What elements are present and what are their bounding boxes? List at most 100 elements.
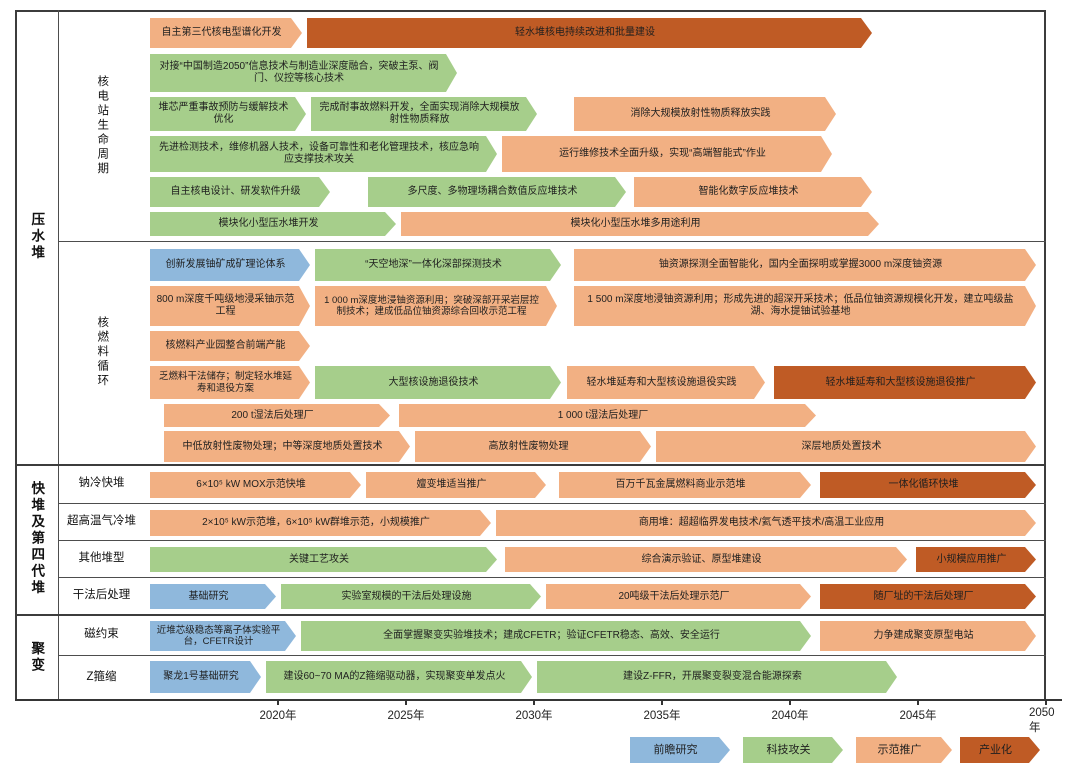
roadmap-bar: 轻水堆延寿和大型核设施退役推广 [774, 366, 1036, 399]
roadmap-bar-label: 模块化小型压水堆多用途利用 [570, 218, 701, 230]
axis-tick-label: 2030年 [515, 710, 553, 722]
roadmap-bar: 创新发展铀矿成矿理论体系 [150, 249, 310, 281]
grid-line [58, 577, 1046, 578]
roadmap-bar-label: 6×10⁵ kW MOX示范快堆 [196, 479, 306, 491]
subsection-label-2-1: Z箍缩 [58, 655, 145, 700]
axis-tick-label: 2045年 [899, 710, 937, 722]
roadmap-bar: 核燃料产业园整合前端产能 [150, 331, 310, 361]
roadmap-bar: 完成耐事故燃料开发，全面实现消除大规模放射性物质释放 [311, 97, 537, 131]
roadmap-bar: 智能化数字反应堆技术 [634, 177, 872, 207]
roadmap-bar: 铀资源探测全面智能化，国内全面探明或掌握3000 m深度铀资源 [574, 249, 1036, 281]
legend-item-label: 前瞻研究 [653, 743, 698, 756]
roadmap-bar: 800 m深度千吨级地浸采铀示范工程 [150, 286, 310, 326]
subsection-label-text: 超高温气冷堆 [67, 514, 136, 527]
axis-tick-label: 2040年 [771, 710, 809, 722]
category-label-text: 聚变 [29, 640, 45, 674]
legend-item-demo: 示范推广 [856, 737, 952, 763]
roadmap-bar-label: 实验室规模的干法后处理设施 [341, 590, 472, 602]
roadmap-bar-label: 1 000 t湿法后处理厂 [557, 409, 649, 421]
roadmap-bar-label: 1 500 m深度地浸铀资源利用；形成先进的超深开采技术；低品位铀资源规模化开发… [587, 294, 1014, 317]
legend-item-label: 产业化 [979, 743, 1012, 756]
axis-tick [277, 700, 279, 705]
legend-item-research: 前瞻研究 [630, 737, 730, 763]
axis-tick [405, 700, 407, 705]
roadmap-bar-label: 消除大规模放射性物质释放实践 [630, 108, 771, 120]
roadmap-bar-label: 200 t湿法后处理厂 [231, 409, 314, 421]
roadmap-bar: 近堆芯级稳态等离子体实验平台，CFETR设计 [150, 621, 296, 651]
subsection-label-2-0: 磁约束 [58, 614, 145, 655]
roadmap-bar: 基础研究 [150, 584, 276, 609]
axis-tick-label: 2050年 [1029, 707, 1055, 734]
category-label-1: 快堆及第四代堆 [15, 464, 58, 614]
roadmap-bar-label: 一体化循环快堆 [888, 479, 959, 491]
grid-line [58, 655, 1046, 656]
roadmap-bar-label: 轻水堆延寿和大型核设施退役推广 [825, 376, 976, 388]
subsection-label-text: 磁约束 [84, 627, 119, 640]
subsection-label-text: 核燃料循环 [96, 316, 109, 389]
roadmap-bar: 自主核电设计、研发软件升级 [150, 177, 330, 207]
roadmap-bar-label: 完成耐事故燃料开发，全面实现消除大规模放射性物质释放 [319, 102, 520, 125]
category-label-text: 压水堆 [29, 212, 45, 262]
category-label-2: 聚变 [15, 614, 58, 700]
roadmap-bar-label: 全面掌握聚变实验堆技术；建成CFETR；验证CFETR稳态、高效、安全运行 [383, 630, 720, 642]
roadmap-bar: “天空地深”一体化深部探测技术 [315, 249, 561, 281]
roadmap-bar-label: 近堆芯级稳态等离子体实验平台，CFETR设计 [156, 624, 281, 647]
legend-item-label: 科技攻关 [766, 743, 811, 756]
roadmap-bar: 轻水堆核电持续改进和批量建设 [307, 18, 872, 48]
roadmap-bar-label: 自主核电设计、研发软件升级 [170, 186, 301, 198]
roadmap-bar-label: 乏燃料干法储存；制定轻水堆延寿和退役方案 [158, 371, 292, 394]
axis-tick [789, 700, 791, 705]
roadmap-bar-label: 铀资源探测全面智能化，国内全面探明或掌握3000 m深度铀资源 [658, 259, 943, 271]
roadmap-bar-label: 20吨级干法后处理示范厂 [618, 590, 730, 602]
roadmap-bar: 嬗变堆适当推广 [366, 472, 546, 498]
roadmap-bar: 百万千瓦金属燃料商业示范堆 [559, 472, 811, 498]
axis-tick [533, 700, 535, 705]
roadmap-bar: 多尺度、多物理场耦合数值反应堆技术 [368, 177, 626, 207]
roadmap-bar-label: 综合演示验证、原型堆建设 [641, 553, 762, 565]
roadmap-bar-label: 创新发展铀矿成矿理论体系 [165, 259, 286, 271]
roadmap-bar: 小规模应用推广 [916, 547, 1036, 572]
roadmap-bar-label: 核燃料产业园整合前端产能 [165, 340, 286, 352]
roadmap-bar-label: 自主第三代核电型谱化开发 [161, 27, 282, 39]
roadmap-bar: 中低放射性废物处理；中等深度地质处置技术 [164, 431, 410, 462]
roadmap-bar-label: 智能化数字反应堆技术 [698, 186, 799, 198]
roadmap-bar-label: 关键工艺攻关 [289, 553, 349, 565]
roadmap-bar-label: 商用堆：超超临界发电技术/氦气透平技术/高温工业应用 [638, 517, 885, 529]
roadmap-bar-label: 深层地质处置技术 [801, 440, 882, 452]
roadmap-bar: 大型核设施退役技术 [315, 366, 561, 399]
roadmap-bar: 建设Z-FFR，开展聚变裂变混合能源探索 [537, 661, 897, 693]
legend-item-label: 示范推广 [877, 743, 922, 756]
roadmap-bar: 关键工艺攻关 [150, 547, 497, 572]
grid-line [15, 614, 1046, 616]
roadmap-bar-label: 800 m深度千吨级地浸采铀示范工程 [156, 294, 295, 317]
roadmap-bar-label: 轻水堆延寿和大型核设施退役实践 [586, 376, 737, 388]
roadmap-bar-label: 1 000 m深度地浸铀资源利用；突破深部开采岩层控制技术；建成低品位铀资源综合… [324, 294, 539, 317]
roadmap-bar-label: “天空地深”一体化深部探测技术 [365, 259, 502, 271]
grid-line [58, 540, 1046, 541]
roadmap-bar-label: 建设Z-FFR，开展聚变裂变混合能源探索 [623, 671, 802, 683]
grid-line [1044, 10, 1046, 700]
roadmap-bar-label: 随厂址的干法后处理厂 [873, 590, 974, 602]
roadmap-bar-label: 小规模应用推广 [936, 553, 1007, 565]
subsection-label-1-0: 钠冷快堆 [58, 464, 145, 503]
roadmap-bar-label: 2×10⁵ kW示范堆，6×10⁵ kW群堆示范，小规模推广 [202, 517, 430, 529]
timeline-axis-line [15, 699, 1062, 701]
roadmap-bar: 2×10⁵ kW示范堆，6×10⁵ kW群堆示范，小规模推广 [150, 510, 491, 536]
roadmap-bar: 堆芯严重事故预防与缓解技术优化 [150, 97, 306, 131]
roadmap-bar: 200 t湿法后处理厂 [164, 404, 390, 427]
roadmap-bar-label: 力争建成聚变原型电站 [873, 630, 974, 642]
category-label-text: 快堆及第四代堆 [29, 481, 45, 597]
roadmap-bar: 先进检测技术，维修机器人技术，设备可靠性和老化管理技术，核应急响应支撑技术攻关 [150, 136, 497, 172]
roadmap-bar: 建设60~70 MA的Z箍缩驱动器，实现聚变单发点火 [266, 661, 532, 693]
axis-tick-label: 2025年 [387, 710, 425, 722]
grid-line [58, 10, 59, 700]
subsection-label-text: 其他堆型 [78, 551, 125, 564]
roadmap-bar: 轻水堆延寿和大型核设施退役实践 [567, 366, 765, 399]
roadmap-bar: 力争建成聚变原型电站 [820, 621, 1036, 651]
roadmap-bar-label: 中低放射性废物处理；中等深度地质处置技术 [182, 440, 383, 452]
roadmap-bar: 20吨级干法后处理示范厂 [546, 584, 811, 609]
roadmap-bar-label: 堆芯严重事故预防与缓解技术优化 [158, 102, 289, 125]
axis-tick [917, 700, 919, 705]
roadmap-bar-label: 嬗变堆适当推广 [416, 479, 487, 491]
